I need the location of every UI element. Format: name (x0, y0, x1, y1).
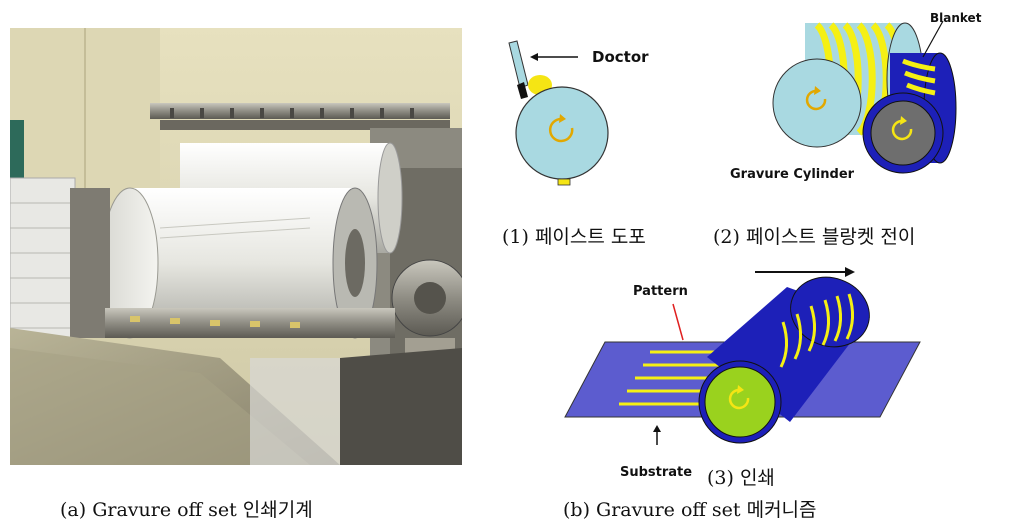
doctor-blade (517, 82, 528, 99)
step3-caption: (3) 인쇄 (707, 467, 775, 489)
step1-caption: (1) 페이스트 도포 (502, 226, 646, 248)
gravure-cylinder-end (772, 58, 862, 148)
blanket-label: Blanket (930, 11, 982, 25)
doctor-label: Doctor (592, 48, 649, 66)
printing-diagram (564, 267, 921, 445)
mechanism-caption: (b) Gravure off set 메커니즘 (563, 499, 817, 521)
blanket-transfer-diagram (772, 20, 957, 174)
paste-coating-diagram (508, 40, 609, 186)
step2-caption: (2) 페이스트 블랑켓 전이 (713, 226, 916, 248)
substrate-label: Substrate (620, 465, 693, 480)
pattern-label: Pattern (633, 284, 688, 299)
printing-machine-photo (10, 28, 462, 465)
gravure-roll (515, 86, 609, 180)
photo-caption: (a) Gravure off set 인쇄기계 (60, 499, 313, 521)
printing-roll-core (704, 366, 776, 438)
gravure-cylinder-label: Gravure Cylinder (730, 167, 855, 182)
